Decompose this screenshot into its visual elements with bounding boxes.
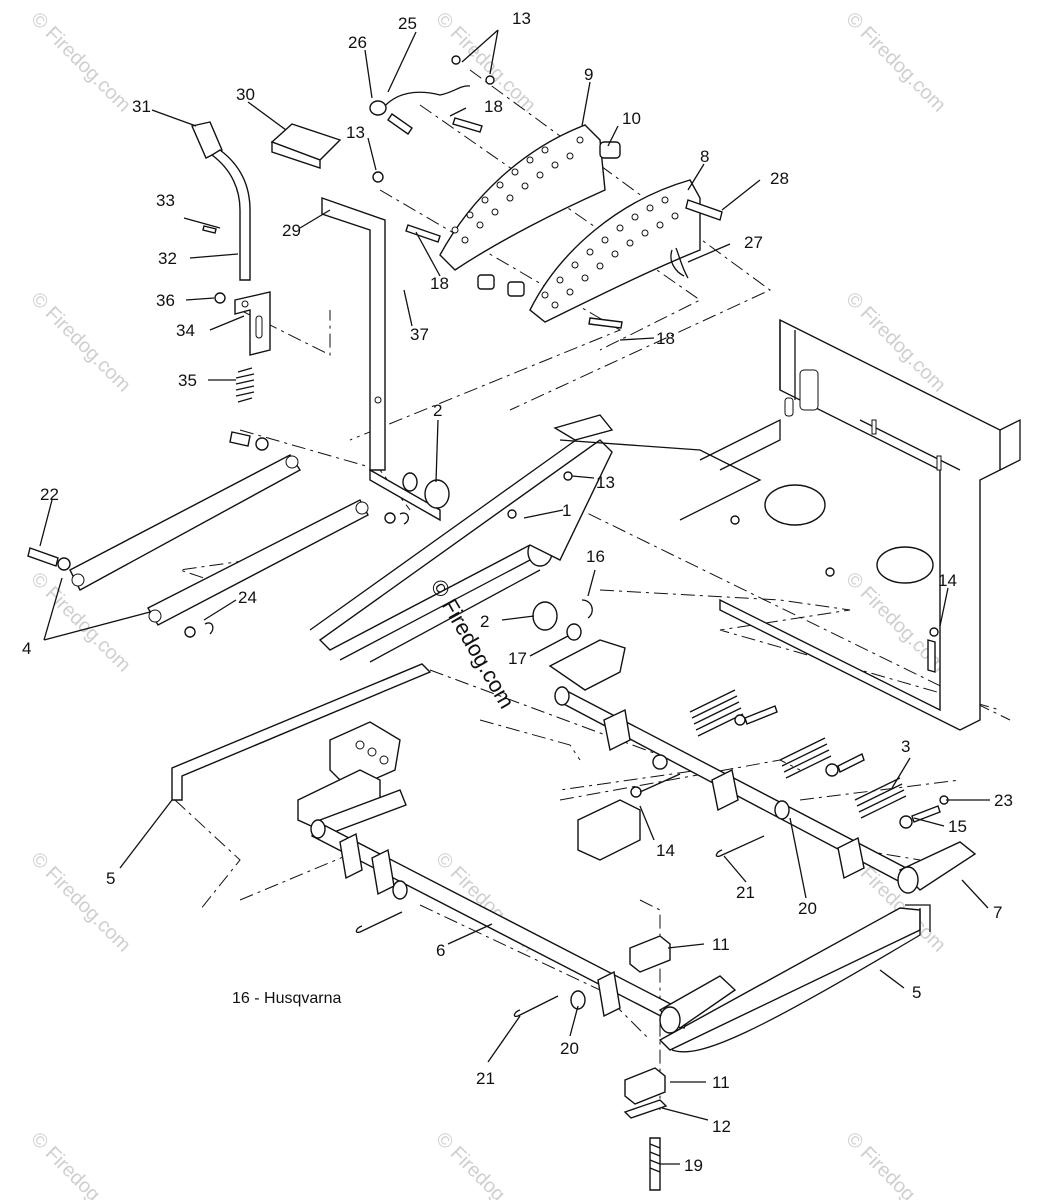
pedal-bracket-plate [529,179,701,323]
callout-13: 13 [596,473,615,492]
callout-9: 9 [584,65,593,84]
callout-16: 16 [586,547,605,566]
callout-17: 17 [508,649,527,668]
callout-labels: 1 2 2 3 4 5 5 6 7 8 9 10 11 11 12 13 13 … [22,9,1013,1175]
watermark: © Firedog.com [26,288,135,397]
callout-20: 20 [798,899,817,918]
watermark: © Firedog.com [841,1128,950,1200]
rod [171,663,931,1053]
callout-2: 2 [480,612,489,631]
cross-shaft [548,639,977,894]
callout-5: 5 [106,869,115,888]
callout-29: 29 [282,221,301,240]
callout-13: 13 [346,123,365,142]
callout-24: 24 [238,588,257,607]
clamp-assembly [623,935,671,1191]
callout-14: 14 [656,841,675,860]
handle-rod-assembly [191,121,251,281]
callout-19: 19 [684,1156,703,1175]
callout-32: 32 [158,249,177,268]
callout-25: 25 [398,14,417,33]
callout-27: 27 [744,233,763,252]
callout-33: 33 [156,191,175,210]
callout-18: 18 [430,274,449,293]
callout-26: 26 [348,33,367,52]
callout-37: 37 [410,325,429,344]
mounting-bracket-nut [630,786,642,798]
callout-5: 5 [912,983,921,1002]
pivot-bushings [402,472,593,641]
callout-36: 36 [156,291,175,310]
callout-18: 18 [656,329,675,348]
callout-12: 12 [712,1117,731,1136]
bracket-and-spring [214,291,271,403]
watermark: © Firedog.com [26,848,135,957]
spacers-and-bolts [372,55,723,329]
callout-1: 1 [562,501,571,520]
watermark: © Firedog.com [841,8,950,117]
watermark: © Firedog.com [431,1128,540,1200]
callout-20: 20 [560,1039,579,1058]
callout-31: 31 [132,97,151,116]
callout-2: 2 [433,401,442,420]
watermark: © Firedog.com [26,1128,135,1200]
callout-14: 14 [938,571,957,590]
watermark: © Firedog.com [26,8,135,117]
lower-cross-shaft [310,773,790,1034]
callout-21: 21 [476,1069,495,1088]
callout-8: 8 [700,147,709,166]
deck-lift-bracket [297,721,407,836]
center-watermark: © Firedog.com [426,575,520,713]
callout-35: 35 [178,371,197,390]
leader-lines [39,29,990,1165]
callout-34: 34 [176,321,195,340]
callout-6: 6 [436,941,445,960]
callout-21: 21 [736,883,755,902]
hairpin-clip [670,247,689,279]
callout-30: 30 [236,85,255,104]
callout-10: 10 [622,109,641,128]
callout-3: 3 [901,737,910,756]
callout-4: 4 [22,639,31,658]
callout-11: 11 [712,1073,730,1092]
callout-18: 18 [484,97,503,116]
callout-23: 23 [994,791,1013,810]
pedal-bracket-plate [439,124,606,271]
brake-pedal-assembly [270,123,441,522]
callout-15: 15 [948,817,967,836]
cable-assembly [369,85,471,135]
callout-11: 11 [712,935,730,954]
link-bars [27,431,409,638]
callout-13: 13 [512,9,531,28]
diagram-caption: 16 - Husqvarna [232,990,341,1007]
callout-7: 7 [993,903,1002,922]
mower-frame [559,318,1021,731]
callout-22: 22 [40,485,59,504]
callout-28: 28 [770,169,789,188]
mounting-bracket [577,799,641,861]
